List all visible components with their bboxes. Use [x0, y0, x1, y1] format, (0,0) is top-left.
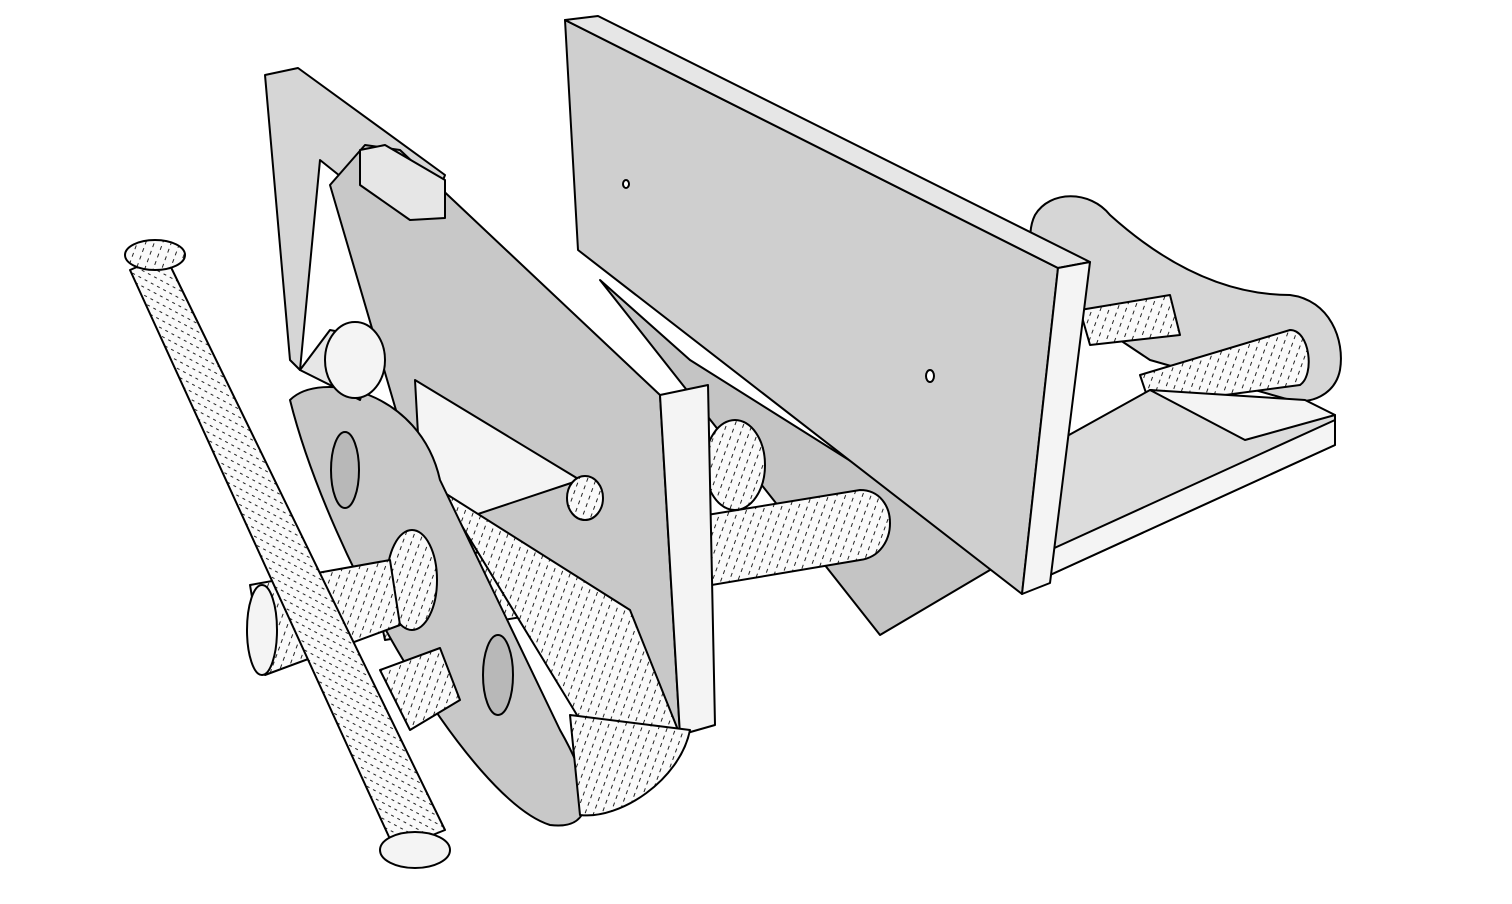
- front-jaw-cap: [359, 144, 446, 221]
- tommy-bar: [124, 239, 451, 869]
- rear-jaw-hole: [925, 369, 935, 383]
- front-jaw: [264, 67, 716, 736]
- screw-thread: [704, 419, 766, 511]
- tommy-bar-end-cap: [379, 831, 451, 869]
- guide-screw: [1079, 294, 1310, 406]
- quick-release-lever: [299, 321, 604, 521]
- tommy-bar-end-cap: [124, 239, 186, 271]
- flange-hole: [330, 431, 360, 509]
- rear-jaw: [564, 15, 1091, 636]
- rear-jaw-hole: [622, 179, 630, 189]
- flange-hole: [482, 634, 514, 716]
